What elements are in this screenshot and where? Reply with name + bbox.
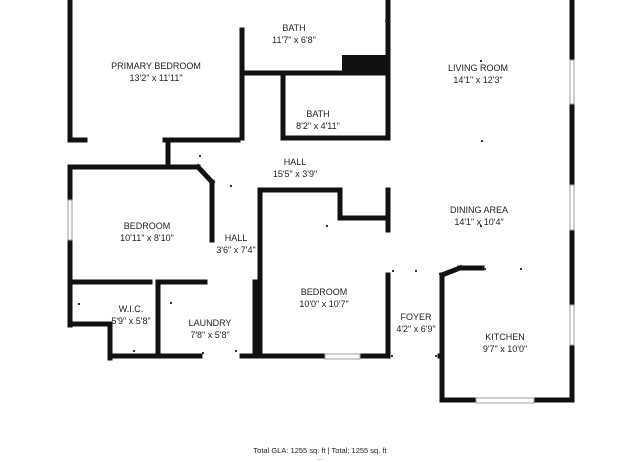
room-dimensions: 15'5" x 3'9": [272, 169, 318, 179]
room-name: DINING AREA: [449, 205, 509, 215]
room-dimensions: 14'1" x 10'4": [454, 217, 504, 227]
room-hall-main: HALL 15'5" x 3'9": [273, 156, 317, 180]
room-dining-area: DINING AREA 14'1" x 10'4": [450, 204, 508, 228]
room-name: HALL: [283, 157, 307, 167]
room-bedroom-left: BEDROOM 10'11" x 8'10": [120, 220, 174, 244]
room-dimensions: 5'9" x 5'8": [111, 316, 151, 326]
room-dimensions: 8'2" x 4'11": [296, 121, 340, 131]
room-name: W.I.C.: [118, 304, 144, 314]
room-kitchen: KITCHEN 9'7" x 10'0": [483, 331, 527, 355]
room-dimensions: 14'1" x 12'3": [453, 75, 503, 85]
room-name: LIVING ROOM: [447, 63, 509, 73]
room-dimensions: 10'0" x 10'7": [299, 299, 349, 309]
room-hall-small: HALL 3'6" x 7'4": [216, 232, 255, 256]
room-primary-bedroom: PRIMARY BEDROOM 13'2" x 11'11": [111, 60, 201, 84]
footer-subcaption: ...: [317, 455, 323, 462]
windows: [67, 59, 575, 404]
room-dimensions: 3'6" x 7'4": [216, 245, 256, 255]
room-dimensions: 4'2" x 6'9": [396, 324, 436, 334]
room-laundry: LAUNDRY 7'8" x 5'8": [189, 317, 232, 341]
room-dimensions: 10'11" x 8'10": [120, 233, 174, 243]
room-dimensions: 9'7" x 10'0": [482, 344, 528, 354]
room-name: BATH: [282, 23, 306, 33]
room-name: HALL: [224, 233, 248, 243]
room-wic: W.I.C. 5'9" x 5'8": [111, 303, 150, 327]
room-name: FOYER: [400, 312, 432, 322]
room-name: BEDROOM: [123, 221, 171, 231]
room-dimensions: 13'2" x 11'11": [129, 73, 183, 83]
room-name: KITCHEN: [485, 332, 525, 342]
room-dimensions: 7'8" x 5'8": [190, 330, 230, 340]
room-dimensions: 11'7" x 6'8": [272, 35, 316, 45]
room-name: PRIMARY BEDROOM: [111, 61, 201, 71]
room-bedroom-center: BEDROOM 10'0" x 10'7": [299, 286, 348, 310]
room-living-room: LIVING ROOM 14'1" x 12'3": [448, 62, 508, 86]
room-bath-lower: BATH 8'2" x 4'11": [296, 108, 340, 132]
total-gla-caption: Total GLA: 1255 sq. ft | Total: 1255 sq.…: [253, 446, 387, 455]
bath-fixture: [342, 55, 388, 73]
room-name: BEDROOM: [300, 287, 348, 297]
room-name: LAUNDRY: [188, 318, 232, 328]
door-markers: [78, 20, 522, 357]
room-foyer: FOYER 4'2" x 6'9": [396, 311, 435, 335]
room-name: BATH: [306, 109, 330, 119]
room-bath-upper: BATH 11'7" x 6'8": [272, 22, 316, 46]
